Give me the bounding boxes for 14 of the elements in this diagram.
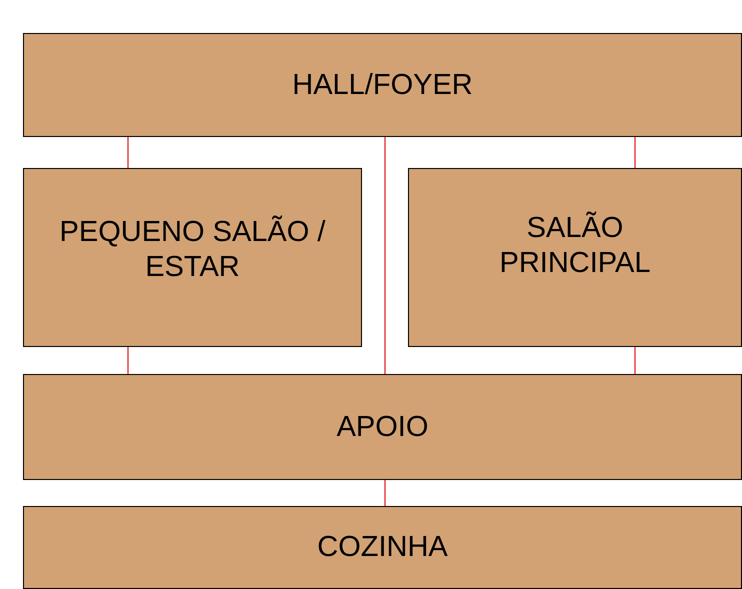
room-box bbox=[23, 33, 742, 137]
connector-line bbox=[634, 346, 636, 374]
room-box bbox=[23, 374, 742, 480]
room-box bbox=[23, 506, 742, 589]
room-label: HALL/FOYER bbox=[292, 68, 473, 102]
connector-line bbox=[384, 136, 386, 374]
room-box bbox=[23, 168, 362, 347]
room-label: COZINHA bbox=[317, 530, 448, 565]
room-box bbox=[408, 168, 742, 347]
connector-line bbox=[384, 480, 386, 506]
room-label: SALÃO PRINCIPAL bbox=[498, 210, 652, 280]
room-label: PEQUENO SALÃO / ESTAR bbox=[58, 214, 326, 284]
room-label: APOIO bbox=[336, 410, 428, 444]
connector-line bbox=[634, 136, 636, 168]
